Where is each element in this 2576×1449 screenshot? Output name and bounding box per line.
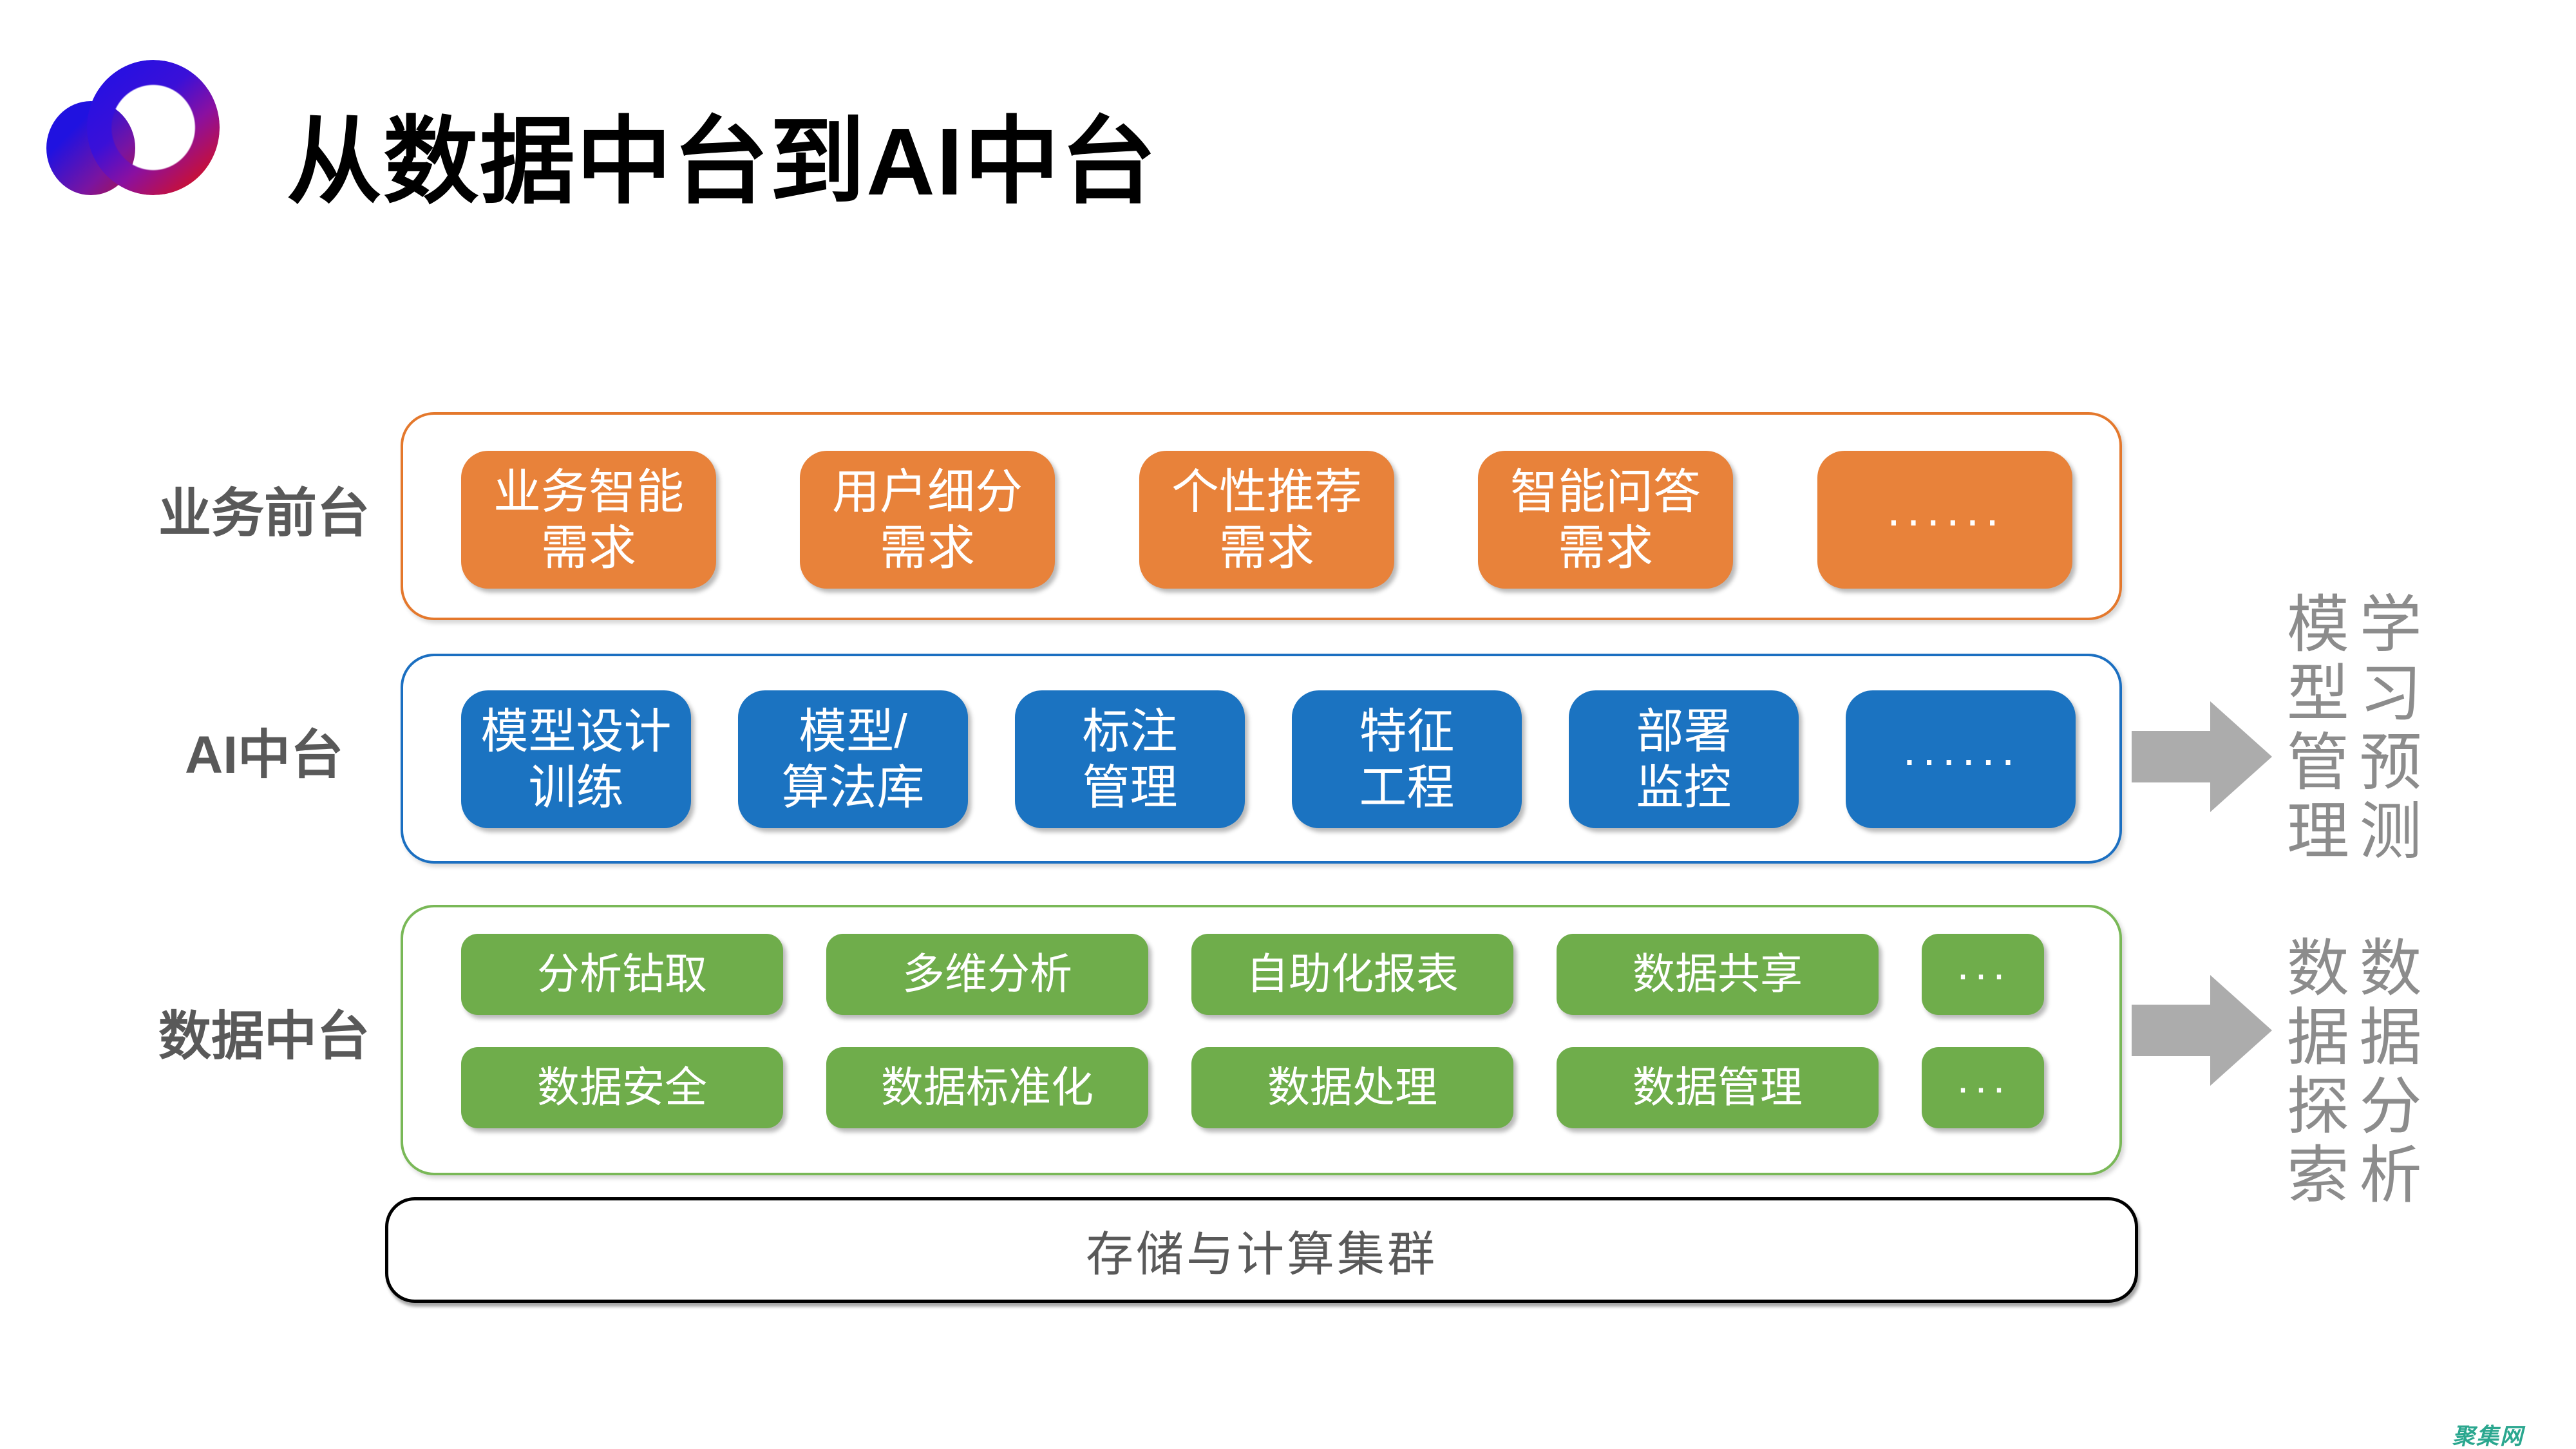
box-intelligent-qa-demand: 智能问答 需求	[1478, 451, 1733, 589]
box-line: 部署	[1636, 704, 1732, 758]
box-line: 数据标准化	[881, 1063, 1094, 1112]
side-annotation-ai: 模型管理 学习预测	[2277, 591, 2420, 867]
box-feature-engineering: 特征 工程	[1292, 690, 1522, 828]
box-line: 多维分析	[902, 950, 1072, 998]
box-multidimensional-analysis: 多维分析	[826, 934, 1148, 1015]
ellipsis-dots: ···	[1956, 950, 2010, 998]
box-more-data-bottom: ···	[1922, 1047, 2044, 1128]
box-more-data-top: ···	[1922, 934, 2044, 1015]
storage-compute-cluster-box: 存储与计算集群	[385, 1197, 2138, 1303]
box-personalized-recommendation-demand: 个性推荐 需求	[1139, 451, 1394, 589]
box-line: 数据管理	[1633, 1063, 1803, 1112]
side-annotation-data: 数据探索 数据分析	[2277, 935, 2420, 1211]
row-label-data-platform: 数据中台	[158, 1007, 370, 1066]
box-line: 自助化报表	[1246, 950, 1459, 998]
arrow-head	[2210, 975, 2272, 1086]
arrow-right-icon-data	[2132, 975, 2272, 1086]
box-line: 需求	[1219, 521, 1314, 574]
box-data-processing: 数据处理	[1191, 1047, 1513, 1128]
ellipsis-dots: ······	[1886, 493, 2004, 547]
box-line: 模型设计	[480, 704, 672, 758]
box-line: 需求	[880, 521, 975, 574]
box-line: 业务智能	[493, 464, 684, 518]
ellipsis-dots: ···	[1956, 1063, 2010, 1112]
box-more-ai: ······	[1846, 690, 2076, 828]
row-label-ai-platform: AI中台	[184, 726, 343, 784]
box-line: 智能问答	[1510, 464, 1701, 518]
arrow-right-icon-ai	[2132, 701, 2272, 812]
row-label-business-frontend: 业务前台	[158, 484, 370, 543]
side-label-model-management: 模型管理	[2277, 591, 2347, 867]
box-line: 个性推荐	[1171, 464, 1362, 518]
box-user-segmentation-demand: 用户细分 需求	[800, 451, 1055, 589]
ellipsis-dots: ······	[1901, 732, 2020, 786]
box-deployment-monitoring: 部署 监控	[1569, 690, 1799, 828]
storage-compute-cluster-label: 存储与计算集群	[1086, 1227, 1437, 1281]
box-model-algorithm-library: 模型/ 算法库	[738, 690, 968, 828]
box-line: 用户细分	[832, 464, 1023, 518]
box-line: 标注	[1082, 704, 1178, 758]
page-title: 从数据中台到AI中台	[287, 109, 1157, 215]
box-line: 特征	[1359, 704, 1455, 758]
box-analysis-drilling: 分析钻取	[461, 934, 783, 1015]
box-selfservice-reporting: 自助化报表	[1191, 934, 1513, 1015]
arrow-body	[2132, 1005, 2210, 1056]
side-label-data-analysis: 数据分析	[2349, 935, 2420, 1211]
box-data-security: 数据安全	[461, 1047, 783, 1128]
box-line: 数据安全	[537, 1063, 707, 1112]
box-line: 算法库	[781, 761, 925, 814]
box-line: 管理	[1082, 761, 1178, 814]
box-model-design-training: 模型设计 训练	[461, 690, 691, 828]
box-line: 需求	[541, 521, 636, 574]
box-line: 需求	[1558, 521, 1653, 574]
logo-ring-icon	[87, 60, 220, 195]
box-business-intelligence-demand: 业务智能 需求	[461, 451, 716, 589]
box-line: 分析钻取	[537, 950, 707, 998]
side-label-learning-prediction: 学习预测	[2349, 591, 2420, 867]
arrow-body	[2132, 731, 2210, 782]
box-line: 数据处理	[1267, 1063, 1437, 1112]
box-data-sharing: 数据共享	[1557, 934, 1879, 1015]
box-more-business: ······	[1817, 451, 2072, 589]
box-line: 工程	[1359, 761, 1455, 814]
box-line: 训练	[528, 761, 624, 814]
box-line: 数据共享	[1633, 950, 1803, 998]
watermark: 聚集网	[2452, 1424, 2524, 1449]
box-line: 监控	[1636, 761, 1732, 814]
box-annotation-management: 标注 管理	[1015, 690, 1245, 828]
box-data-standardization: 数据标准化	[826, 1047, 1148, 1128]
arrow-head	[2210, 701, 2272, 812]
side-label-data-exploration: 数据探索	[2277, 935, 2347, 1211]
box-line: 模型/	[799, 704, 907, 758]
box-data-management: 数据管理	[1557, 1047, 1879, 1128]
